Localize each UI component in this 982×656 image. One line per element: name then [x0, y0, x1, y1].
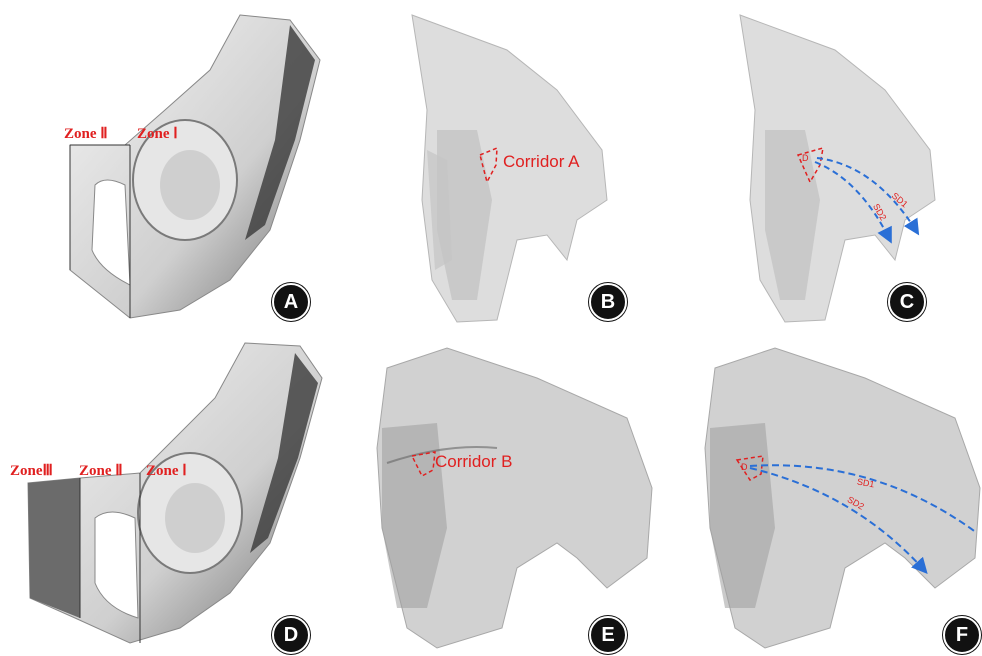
panel-c-badge: C — [888, 283, 926, 321]
panel-f-badge: F — [943, 616, 981, 654]
zone-iii-label: ZoneⅢ — [10, 461, 53, 480]
entry-point-label: D — [741, 462, 748, 472]
hip-bone-translucent-image — [327, 0, 654, 328]
panel-c: D SD1 SD2 C — [655, 0, 982, 328]
corridor-a-label: Corridor A — [503, 152, 580, 172]
panel-a: Zone Ⅱ Zone Ⅰ A — [0, 0, 327, 328]
screw-path-image — [655, 328, 982, 656]
zone-i-label: Zone Ⅰ — [146, 461, 187, 480]
panel-d: ZoneⅢ Zone Ⅱ Zone Ⅰ D — [0, 328, 327, 656]
panel-d-badge: D — [272, 616, 310, 654]
entry-point-label: D — [802, 153, 809, 163]
panel-b-badge: B — [589, 283, 627, 321]
panel-e: Corridor B E — [327, 328, 654, 656]
zone-ii-label: Zone Ⅱ — [64, 124, 108, 143]
panel-e-badge: E — [589, 616, 627, 654]
hip-bone-solid-image — [0, 328, 327, 656]
zone-ii-label: Zone Ⅱ — [79, 461, 123, 480]
corridor-b-label: Corridor B — [435, 452, 512, 472]
panel-f: D SD1 SD2 F — [655, 328, 982, 656]
zone-i-label: Zone Ⅰ — [137, 124, 178, 143]
panel-a-badge: A — [272, 283, 310, 321]
screw-path-image — [655, 0, 982, 328]
panel-b: Corridor A B — [327, 0, 654, 328]
hip-bone-translucent-image — [327, 328, 654, 656]
hip-bone-solid-image — [0, 0, 327, 328]
